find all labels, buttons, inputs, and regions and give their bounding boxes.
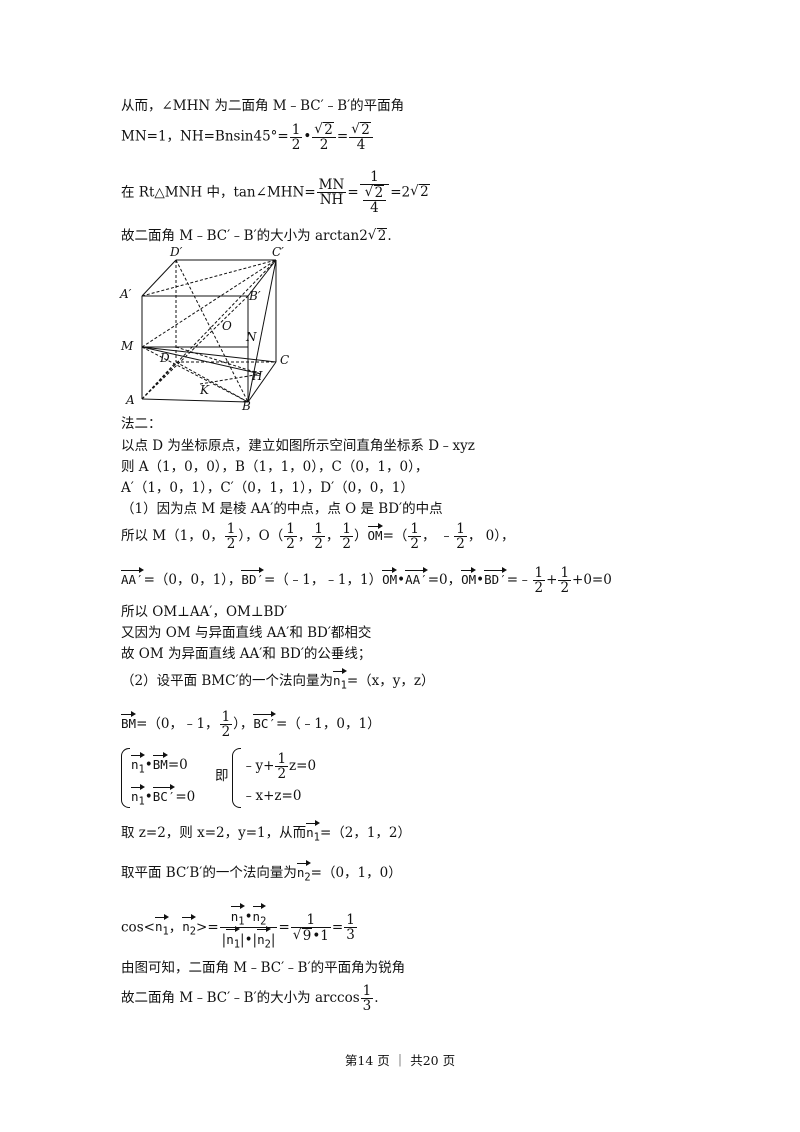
text-line: （1）因为点 M 是棱 AA′的中点，点 O 是 BD′的中点 xyxy=(121,501,443,517)
text-line: 故二面角 M﹣BC′﹣B′的大小为 arctan22. xyxy=(121,228,392,244)
label-Ap: A′ xyxy=(119,287,132,301)
page-footer: 第14 页 ｜ 共20 页 xyxy=(344,1053,456,1068)
text-line: 以点 D 为坐标原点，建立如图所示空间直角坐标系 D﹣xyz xyxy=(121,438,475,454)
label-B: B xyxy=(241,399,251,412)
label-H: H xyxy=(251,369,263,383)
text-line: 法二： xyxy=(121,416,162,432)
label-Cp: C′ xyxy=(272,245,284,259)
text-line: 从而，∠MHN 为二面角 M﹣BC′﹣B′的平面角 xyxy=(121,98,405,114)
text-line: MN=1，NH=Bnsin45°=12•22=24 xyxy=(121,122,374,152)
text-line: 取 z=2，则 x=2，y=1，从而n1=（2，1，2） xyxy=(121,820,411,843)
text-line: 则 A（1，0，0），B（1，1，0），C（0，1，0）， xyxy=(121,459,429,475)
text-line: （2）设平面 BMC′的一个法向量为n1=（x，y，z） xyxy=(121,668,435,691)
equation: ﹣x+z=0 xyxy=(242,788,302,804)
label-O: O xyxy=(222,319,232,333)
label-D: D xyxy=(159,351,170,365)
system-brace xyxy=(232,748,241,808)
label-C: C xyxy=(280,353,289,367)
label-A: A xyxy=(125,393,135,407)
system-brace xyxy=(121,748,130,808)
text-line: 故 OM 为异面直线 AA′和 BD′的公垂线； xyxy=(121,646,372,662)
text-line: 取平面 BC′B′的一个法向量为n2=（0，1，0） xyxy=(121,860,402,883)
text-line: A′（1，0，1），C′（0，1，1），D′（0，0，1） xyxy=(121,480,414,496)
label-K: K xyxy=(199,383,210,397)
label-N: N xyxy=(245,330,257,344)
label-M: M xyxy=(120,339,134,353)
text-line: 即 xyxy=(215,768,229,784)
text-line: 又因为 OM 与异面直线 AA′和 BD′都相交 xyxy=(121,625,372,641)
label-Dp: D′ xyxy=(169,245,183,259)
text-line: 所以 OM⊥AA′，OM⊥BD′ xyxy=(121,604,288,620)
text-line: cos<n1，n2>=n1•n2|n1|•|n2|=19•1=13 xyxy=(121,902,358,951)
text-line: 由图可知，二面角 M﹣BC′﹣B′的平面角为锐角 xyxy=(121,960,406,976)
equation: n1•BC′=0 xyxy=(131,784,195,807)
label-Bp: B′ xyxy=(248,289,261,303)
cube-figure: D′ C′ A′ B′ O N M D C H K A B xyxy=(119,245,289,412)
equation: n1•BM=0 xyxy=(131,752,188,775)
text-line: AA′=（0，0，1），BD′=（﹣1，﹣1，1）OM•AA′=0，OM•BD′… xyxy=(121,565,612,597)
